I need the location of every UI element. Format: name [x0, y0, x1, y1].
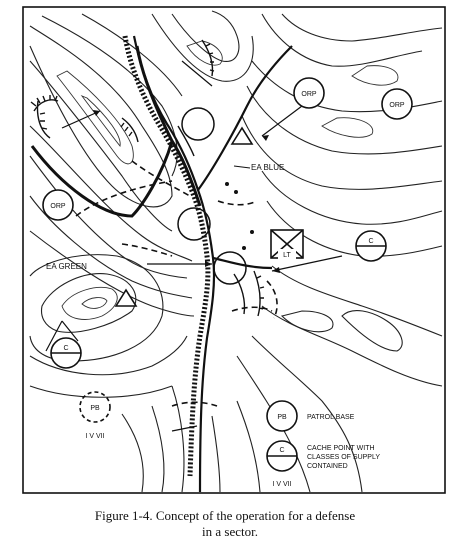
- legend-cache-symbol: C: [279, 447, 284, 454]
- legend-cache-label-3: CONTAINED: [307, 463, 348, 470]
- legend-patrol-base: PB PATROL BASE: [266, 400, 355, 432]
- patrol-base-classes: I V VII: [85, 433, 104, 440]
- battle-position-circle: [177, 207, 211, 241]
- patrol-base-label: PB: [90, 405, 100, 412]
- orp-marker-1: ORP: [293, 77, 325, 109]
- observation-post-triangle: [230, 126, 254, 145]
- arrows: [61, 60, 343, 432]
- observation-post-triangle: [114, 288, 138, 307]
- river: [122, 35, 211, 477]
- orp-label: ORP: [301, 91, 317, 98]
- defense-sector-map: ORP ORP ORP EA BLUE EA GREEN LT: [22, 6, 446, 494]
- lt-label: LT: [283, 252, 291, 259]
- legend-cache-label-2: CLASSES OF SUPPLY: [307, 454, 380, 461]
- orp-marker-3: ORP: [42, 189, 74, 221]
- legend: PB PATROL BASE C CACHE POINT WITH CLASSE…: [266, 400, 380, 488]
- patrol-base-marker: PB I V VII: [79, 391, 111, 440]
- caption-line-2: in a sector.: [202, 524, 258, 539]
- road: [132, 35, 216, 493]
- legend-pb-label: PATROL BASE: [307, 414, 355, 421]
- ea-green-label: EA GREEN: [46, 262, 87, 271]
- map-border: [22, 6, 446, 494]
- legend-cache-point: C CACHE POINT WITH CLASSES OF SUPPLY CON…: [266, 440, 380, 488]
- figure-caption: Figure 1-4. Concept of the operation for…: [0, 508, 450, 540]
- battle-position-circle: [213, 251, 247, 285]
- cache-point-1: C: [355, 230, 387, 262]
- legend-cache-classes: I V VII: [272, 481, 291, 488]
- legend-pb-symbol: PB: [277, 414, 287, 421]
- cache-label: C: [63, 345, 68, 352]
- cache-point-2: C: [50, 337, 82, 369]
- ea-blue-label: EA BLUE: [251, 163, 284, 172]
- dashed-routes: [75, 160, 278, 407]
- lt-headquarters-symbol: LT: [270, 229, 304, 259]
- cache-label: C: [368, 238, 373, 245]
- orp-marker-2: ORP: [381, 88, 413, 120]
- caption-line-1: Figure 1-4. Concept of the operation for…: [94, 508, 356, 523]
- defensive-positions: [30, 39, 265, 317]
- legend-cache-label-1: CACHE POINT WITH: [307, 445, 375, 452]
- orp-label: ORP: [50, 203, 66, 210]
- orp-label: ORP: [389, 102, 405, 109]
- battle-position-circle: [181, 107, 215, 141]
- boundary-line: [30, 45, 174, 218]
- contour-lines: [29, 10, 443, 493]
